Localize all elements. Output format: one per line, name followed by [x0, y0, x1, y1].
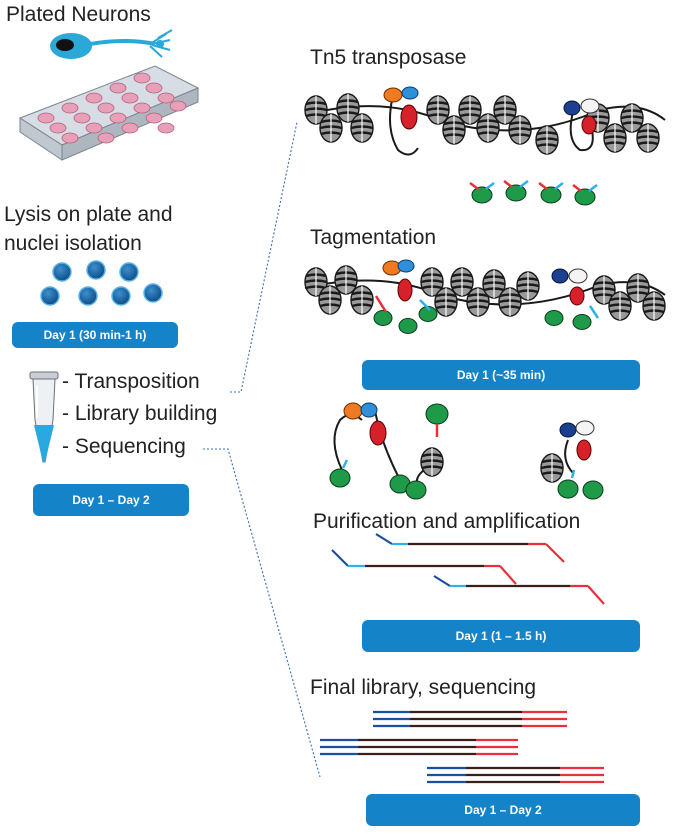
lysis-title-line1: Lysis on plate and [4, 203, 173, 226]
tn5-transposase-title: Tn5 transposase [310, 46, 467, 69]
step-transposition: - Transposition [62, 370, 200, 393]
isolated-nuclei-icon [40, 260, 163, 306]
tagmentation-day-badge: Day 1 (~35 min) [362, 360, 640, 390]
amplification-fragments [331, 533, 605, 605]
released-fragments-illustration [329, 402, 604, 500]
step-sequencing: - Sequencing [62, 435, 186, 458]
final-day-badge: Day 1 – Day 2 [366, 794, 640, 826]
connector-lines [203, 121, 321, 778]
purification-title: Purification and amplification [313, 510, 581, 533]
tagmentation-illustration [303, 259, 667, 334]
purification-day-badge: Day 1 (1 – 1.5 h) [362, 620, 640, 652]
step-library-building: - Library building [62, 402, 218, 425]
microcentrifuge-tube-icon [29, 371, 59, 463]
day1-day2-badge: Day 1 – Day 2 [33, 484, 189, 516]
culture-plate-icon [18, 65, 200, 161]
day1-lysis-badge: Day 1 (30 min-1 h) [12, 322, 178, 348]
neuron-icon [50, 29, 173, 59]
tn5-chromatin-illustration [303, 86, 666, 207]
final-library-title: Final library, sequencing [310, 676, 537, 699]
plated-neurons-title: Plated Neurons [6, 3, 151, 26]
final-library-reads [320, 710, 604, 784]
lysis-title-line2: nuclei isolation [4, 232, 142, 255]
tagmentation-title: Tagmentation [310, 226, 437, 249]
